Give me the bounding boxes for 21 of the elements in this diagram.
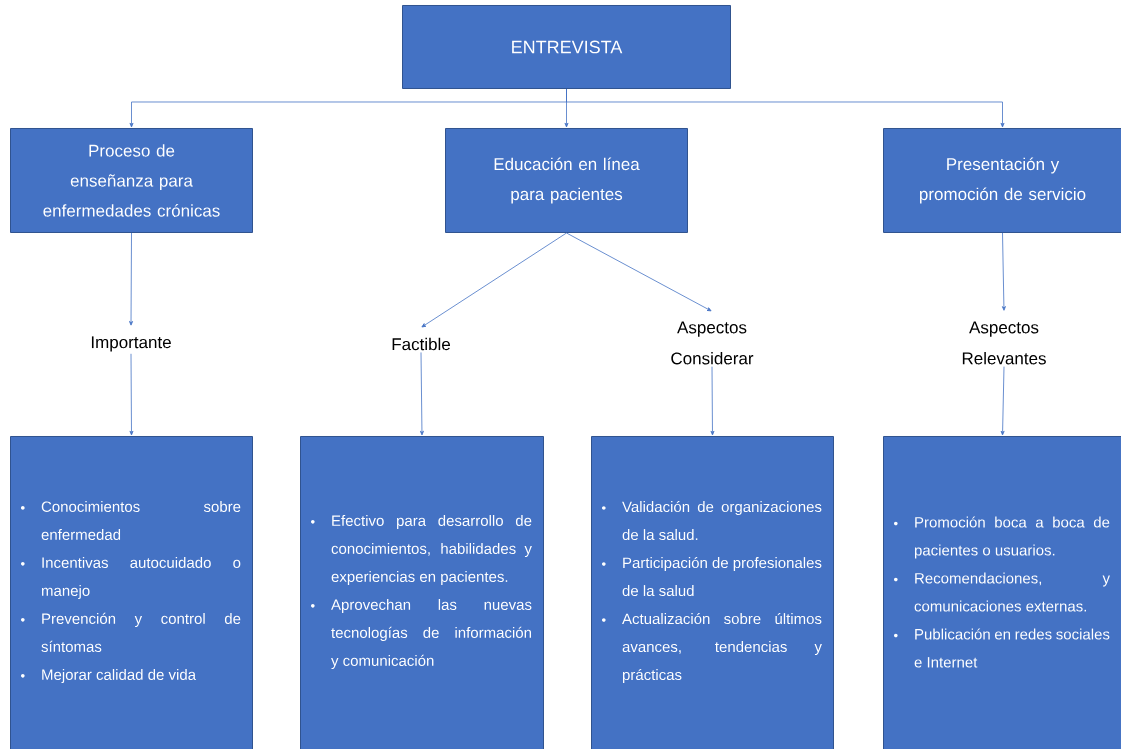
bullet-list-box: Conocimientos sobre enfermedad Incentivas autocuidado o manejo Prevención y control de síntomas Mejorar calidad de vida <box>10 436 253 749</box>
arrow <box>129 353 134 436</box>
concept-box: Proceso de enseñanza para enfermedades crónicas <box>10 128 253 233</box>
arrow <box>421 232 567 328</box>
arrow <box>1000 366 1005 436</box>
concept-label: Importante <box>91 336 171 352</box>
arrow <box>129 232 133 326</box>
title-box: ENTREVISTA <box>402 5 731 89</box>
arrow <box>1001 232 1006 311</box>
arrow <box>710 366 715 436</box>
bullet-list-box: Efectivo para desarrollo de conocimientos, habilidades y experiencias en pacientes. Aprovechan las nuevas tecnologías de información y comunicación <box>300 436 544 749</box>
bullet-list-box: Validación de organizaciones de la salud. Participación de profesionales de la salud Actualización sobre últimos avances, tendencias y prácticas <box>591 436 834 749</box>
concept-label: Factible <box>392 337 450 351</box>
arrow <box>419 352 424 436</box>
arrow <box>566 88 1005 128</box>
concept-box: Presentación y promoción de servicio <box>883 128 1121 233</box>
concept-label: Aspectos Considerar <box>671 321 754 365</box>
concept-box: Educación en línea para pacientes <box>445 128 688 233</box>
concept-label: Aspectos Relevantes <box>962 321 1046 365</box>
bullet-list-box: Promoción boca a boca de pacientes o usuarios. Recomendaciones, y comunicaciones externas. Publicación en redes sociales e Internet <box>883 436 1121 749</box>
arrow <box>566 232 712 312</box>
